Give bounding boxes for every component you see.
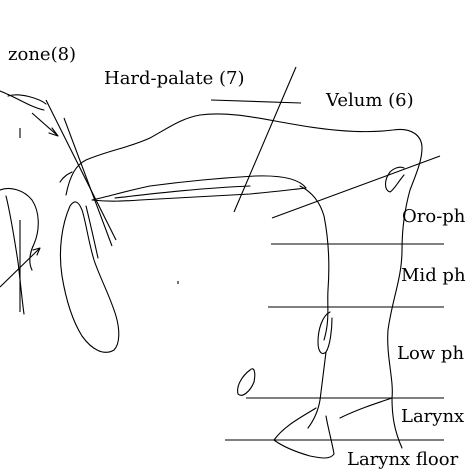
- boundary-hard-palate-velum: [233, 66, 297, 213]
- tract-outer-contour: [65, 113, 423, 449]
- label-zone-8: zone(8): [8, 44, 76, 65]
- alveolar-boundary-line-left: [45, 99, 117, 241]
- mandible-inner-line: [85, 205, 99, 259]
- zone-8-pointer-curl: [7, 94, 47, 105]
- chin-contour: [0, 187, 39, 271]
- epiglottis-contour: [317, 311, 333, 355]
- uvula-contour: [384, 166, 405, 193]
- tongue-inner-line: [114, 185, 251, 199]
- tongue-contour: [91, 175, 307, 202]
- pharynx-front-wall: [299, 185, 330, 341]
- lower-lip-contour: [5, 195, 25, 315]
- label-oro-pharynx: Oro-ph: [402, 206, 466, 227]
- zone-arrow-shaft: [31, 112, 59, 137]
- label-low-pharynx: Low ph: [397, 343, 464, 364]
- label-velum: Velum (6): [325, 90, 414, 111]
- tract-upper-lip-contour: [59, 171, 73, 183]
- label-hard-palate: Hard-palate (7): [104, 68, 244, 89]
- label-mid-pharynx: Mid ph: [401, 265, 466, 286]
- boundary-velum-oro-pharynx: [271, 155, 441, 219]
- laryngeal-wall-right: [339, 397, 393, 419]
- hard-palate-leader-line: [210, 99, 302, 104]
- label-larynx: Larynx: [401, 406, 464, 427]
- arytenoid-contour: [237, 368, 256, 396]
- label-larynx-floor: Larynx floor: [347, 449, 459, 470]
- lower-arrow-head: [32, 247, 41, 256]
- larynx-contour: [273, 407, 335, 459]
- zone-8-pointer: [0, 90, 45, 111]
- alveolar-boundary-line-right: [63, 117, 113, 247]
- laryngeal-wall-left: [307, 351, 327, 429]
- mandible-contour: [59, 201, 120, 353]
- zone-arrow-head: [48, 127, 59, 137]
